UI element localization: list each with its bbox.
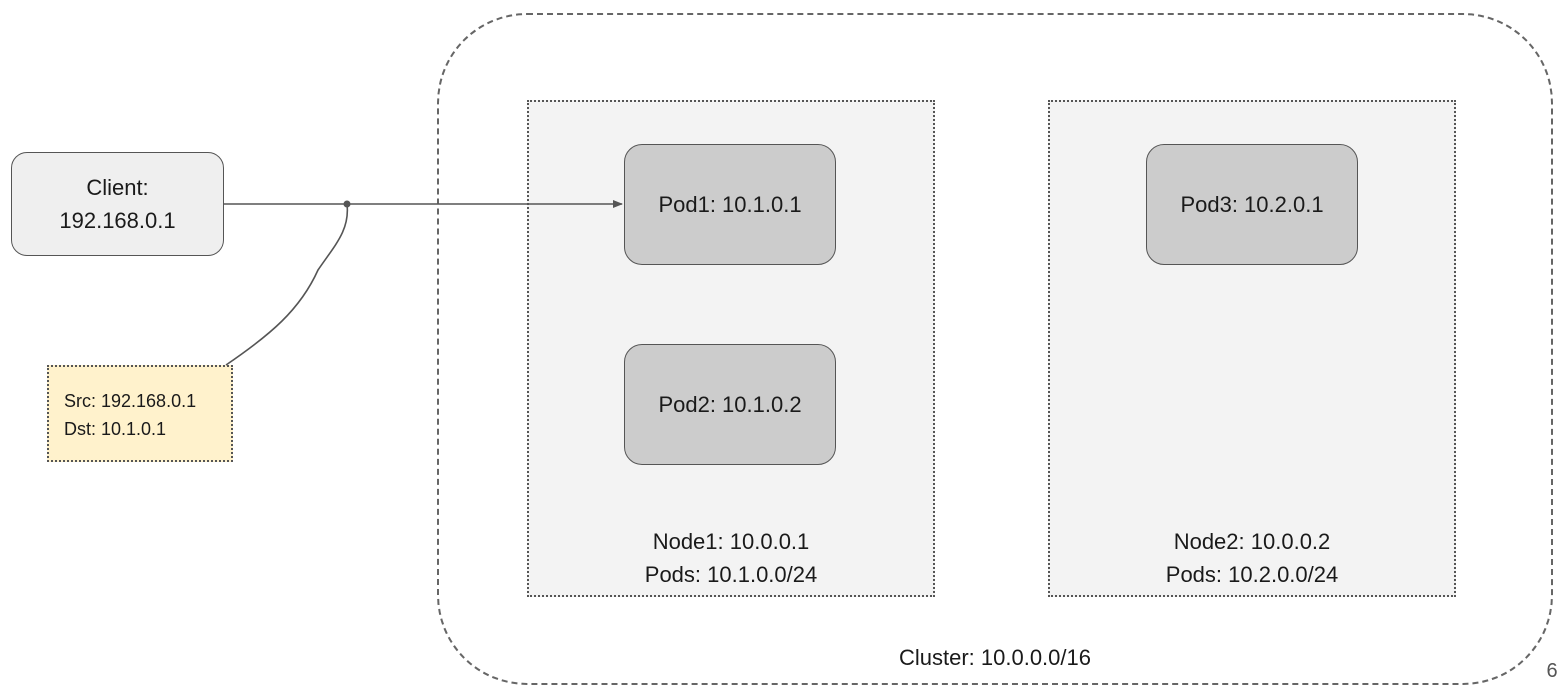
packet-src: Src: 192.168.0.1 (64, 391, 197, 411)
node2-label: Node2: 10.0.0.2 Pods: 10.2.0.0/24 (1050, 525, 1454, 591)
client-box: Client: 192.168.0.1 (11, 152, 224, 256)
client-ip: 192.168.0.1 (59, 208, 176, 233)
node1-pods-range: Pods: 10.1.0.0/24 (644, 562, 818, 587)
client-label-line1: Client: (86, 175, 149, 200)
pod3-box: Pod3: 10.2.0.1 (1146, 144, 1358, 265)
packet-callout: Src: 192.168.0.1 Dst: 10.1.0.1 (47, 365, 233, 462)
pod2-label: Pod2: 10.1.0.2 (658, 391, 802, 417)
slide-number: 6 (1546, 660, 1558, 682)
pod3-label: Pod3: 10.2.0.1 (1180, 191, 1324, 217)
pod1-label: Pod1: 10.1.0.1 (658, 191, 802, 217)
connector-junction-dot (343, 200, 351, 208)
packet-dst: Dst: 10.1.0.1 (64, 419, 167, 439)
node2-name: Node2: 10.0.0.2 (1173, 529, 1331, 554)
node1-name: Node1: 10.0.0.1 (652, 529, 810, 554)
pod1-box: Pod1: 10.1.0.1 (624, 144, 836, 265)
cluster-label: Cluster: 10.0.0.0/16 (898, 645, 1091, 670)
cluster-boundary (437, 13, 1553, 685)
node1-label: Node1: 10.0.0.1 Pods: 10.1.0.0/24 (529, 525, 933, 591)
pod2-box: Pod2: 10.1.0.2 (624, 344, 836, 465)
node2-pods-range: Pods: 10.2.0.0/24 (1165, 562, 1339, 587)
packet-callout-connector (225, 203, 349, 366)
